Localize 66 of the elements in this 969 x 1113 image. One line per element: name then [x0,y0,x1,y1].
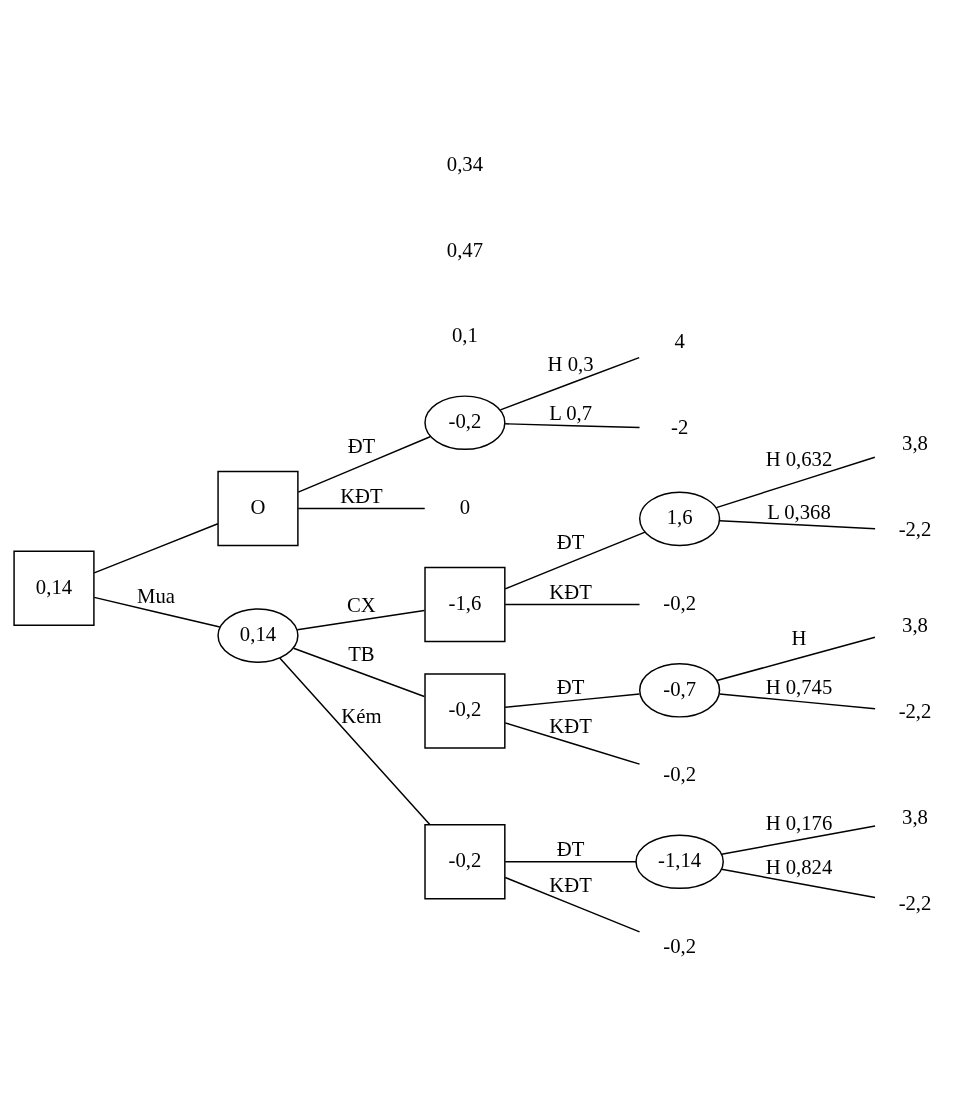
connector [93,523,219,574]
connector [718,693,876,710]
connector [499,356,640,411]
edge-label: KĐT [549,580,592,603]
node-box: -1,6 [424,566,506,643]
connector [296,609,426,631]
edge-label: ĐT [556,530,585,553]
node-box: -0,2 [424,673,506,749]
connector [720,825,876,855]
connector [504,722,641,765]
connector [504,423,641,429]
connector [720,868,876,899]
node-text: -0,2 [663,763,696,786]
edge-label: KĐT [340,484,383,507]
connector [93,596,221,628]
connector [504,861,638,863]
node-text: 0 [459,495,471,518]
node-ellipse: 1,6 [639,491,721,547]
node-text: 3,8 [902,614,928,637]
node-text: -2,2 [898,892,932,915]
node-text: -0,2 [663,592,696,615]
node-box: -0,2 [424,824,506,900]
node-text: -0,2 [663,934,696,957]
edge-label: ĐT [556,838,585,861]
node-text: 3,8 [902,806,928,829]
edge-label: L 0,368 [767,501,831,524]
connector [504,603,641,606]
connector [716,636,876,682]
edge-label: H 0,824 [765,855,833,878]
edge-label: Kém [341,705,382,728]
edge-label: KĐT [549,715,592,738]
label: 0,47 [446,238,484,261]
connector [715,456,876,509]
connector [297,436,431,493]
connector [292,647,426,698]
node-box: 0,14 [13,550,95,626]
node-text: -2 [671,416,689,439]
edge-label: ĐT [556,675,585,698]
edge-label: ĐT [347,434,376,457]
edge-label: H 0,176 [765,811,833,834]
edge-label: H [791,626,807,649]
node-text: 4 [674,330,685,353]
edge-label: H 0,632 [765,447,833,470]
connector [504,531,646,590]
node-ellipse: -1,14 [635,834,724,890]
connector [297,507,426,510]
node-box: O [217,470,299,547]
node-text: -2,2 [898,699,932,722]
label: 0,1 [451,324,478,347]
node-text: -2,2 [898,518,932,541]
edge-label: TB [348,643,375,666]
connector [504,876,641,933]
edge-label: KĐT [549,873,592,896]
node-ellipse: 0,14 [217,608,299,663]
edge-label: L 0,7 [549,402,593,425]
connector [718,520,876,530]
node-text: 3,8 [902,432,928,455]
edge-label: Mua [137,585,175,608]
node-ellipse: -0,7 [639,662,721,718]
label: 0,34 [446,152,484,175]
edge-label: H 0,3 [547,353,594,376]
connector [504,693,641,708]
edge-label: CX [347,594,376,617]
node-ellipse: -0,2 [424,395,506,451]
connector [279,657,431,826]
edge-label: H 0,745 [765,675,833,698]
